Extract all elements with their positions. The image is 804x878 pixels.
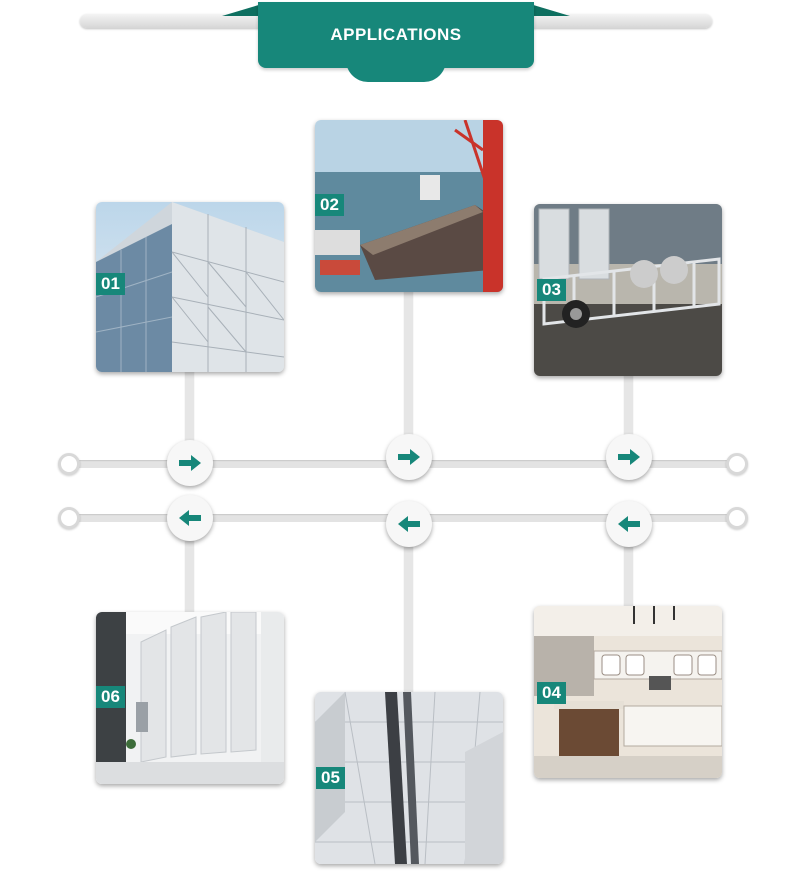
title-banner	[258, 2, 534, 68]
application-number-02: 02	[315, 194, 344, 216]
timeline-node-01	[167, 440, 213, 486]
application-number-06: 06	[96, 686, 125, 708]
arrow-right-icon	[398, 449, 420, 465]
page-title: APPLICATIONS	[330, 25, 462, 44]
ribbon-wing-right	[530, 4, 570, 16]
suspended-ceiling-icon	[315, 692, 503, 864]
stem-04	[624, 525, 633, 610]
application-number-01: 01	[96, 273, 125, 295]
stem-02	[404, 290, 413, 458]
arrow-right-icon	[618, 449, 640, 465]
timeline-node-02	[386, 434, 432, 480]
timeline-node-06	[167, 495, 213, 541]
rail-endpoint-bottom-right	[726, 507, 748, 529]
stem-03	[624, 374, 633, 458]
stem-05	[404, 525, 413, 695]
arrow-right-icon	[179, 455, 201, 471]
timeline-node-04	[606, 501, 652, 547]
application-card-02	[315, 120, 503, 292]
stem-01	[185, 370, 194, 462]
arrow-left-icon	[618, 516, 640, 532]
application-card-01	[96, 202, 284, 372]
rail-endpoint-top-right	[726, 453, 748, 475]
application-card-05	[315, 692, 503, 864]
title-banner-tab	[346, 60, 446, 82]
cargo-ship-port-icon	[315, 120, 503, 292]
arrow-left-icon	[179, 510, 201, 526]
application-number-05: 05	[316, 767, 345, 789]
timeline-node-03	[606, 434, 652, 480]
application-number-04: 04	[537, 682, 566, 704]
rail-endpoint-bottom-left	[58, 507, 80, 529]
rail-endpoint-top-left	[58, 453, 80, 475]
timeline-node-05	[386, 501, 432, 547]
arrow-left-icon	[398, 516, 420, 532]
glass-facade-building-icon	[96, 202, 284, 372]
application-number-03: 03	[537, 279, 566, 301]
stem-06	[185, 520, 194, 614]
